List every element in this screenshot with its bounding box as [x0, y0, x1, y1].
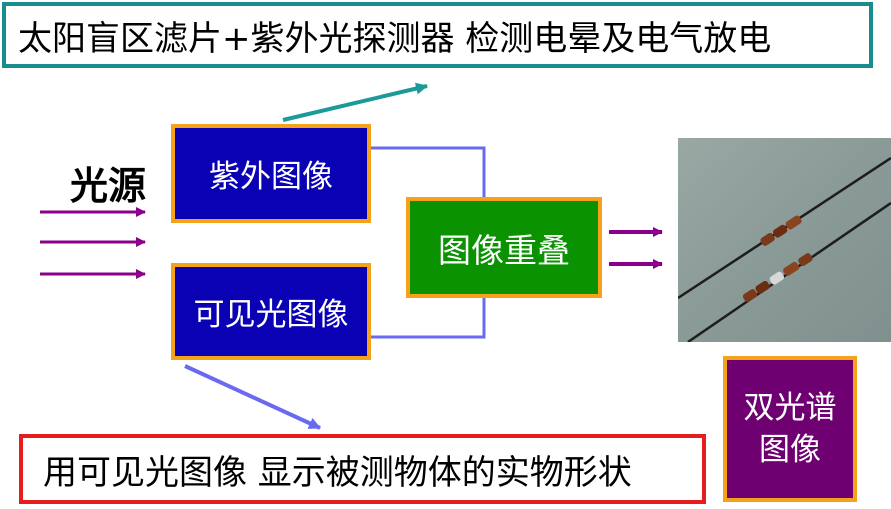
- dual-spectrum-box: 双光谱 图像: [723, 356, 857, 502]
- power-line-photo: [678, 138, 891, 342]
- image-overlay-label: 图像重叠: [438, 230, 570, 270]
- visible-image-box: 可见光图像: [171, 263, 371, 360]
- bottom-note-text: 用可见光图像 显示被测物体的实物形状: [43, 452, 632, 493]
- light-source-label: 光源: [70, 164, 147, 208]
- uv-image-box: 紫外图像: [171, 124, 371, 223]
- visible-to-note-arrow: [184, 364, 321, 430]
- title-banner: 太阳盲区滤片+紫外光探测器 检测电晕及电气放电: [2, 2, 873, 68]
- visible-to-overlay-connector: [371, 298, 486, 339]
- uv-image-label: 紫外图像: [209, 159, 333, 195]
- image-overlay-box: 图像重叠: [406, 197, 602, 298]
- uv-to-title-arrow: [282, 82, 428, 122]
- visible-image-label: 可见光图像: [193, 297, 349, 333]
- bottom-note-box: 用可见光图像 显示被测物体的实物形状: [19, 434, 706, 504]
- dual-spectrum-label-line2: 图像: [759, 432, 821, 468]
- dual-spectrum-label-line1: 双光谱: [743, 390, 837, 426]
- title-text: 太阳盲区滤片+紫外光探测器 检测电晕及电气放电: [18, 18, 772, 59]
- uv-to-overlay-connector: [371, 146, 486, 197]
